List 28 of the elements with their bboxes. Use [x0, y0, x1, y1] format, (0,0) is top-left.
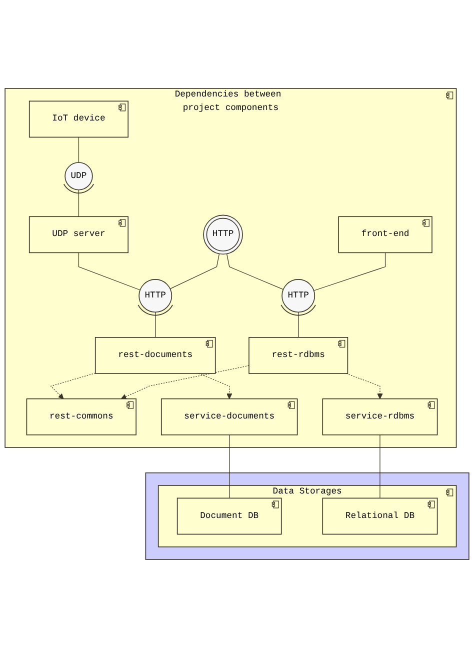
connector	[78, 136, 80, 163]
node-box: service-rdbms	[322, 398, 438, 436]
node-box: IoT device	[28, 100, 128, 138]
node-circle: HTTP	[203, 214, 243, 255]
arrow	[120, 365, 250, 400]
node-box: rest-commons	[26, 398, 136, 436]
arrow	[346, 373, 383, 400]
connector	[78, 252, 140, 290]
cluster	[145, 472, 470, 560]
connector	[138, 304, 174, 338]
node-box: front-end	[338, 216, 432, 254]
connector	[314, 252, 386, 291]
connector	[226, 253, 284, 290]
node-box: rest-rdbms	[248, 337, 348, 374]
node-circle: HTTP	[282, 279, 316, 313]
node-box: rest-documents	[94, 337, 216, 374]
arrow	[198, 373, 232, 400]
node-circle: UDP	[64, 162, 93, 190]
node-box: service-documents	[160, 398, 298, 436]
connector	[170, 253, 220, 290]
connector	[229, 434, 230, 498]
node-box: UDP server	[28, 216, 128, 254]
connector	[63, 184, 94, 217]
node-box: Document DB	[176, 498, 282, 535]
connector	[280, 304, 316, 338]
arrow	[50, 372, 96, 400]
node-circle: HTTP	[138, 279, 172, 313]
node-box: Relational DB	[322, 498, 438, 535]
